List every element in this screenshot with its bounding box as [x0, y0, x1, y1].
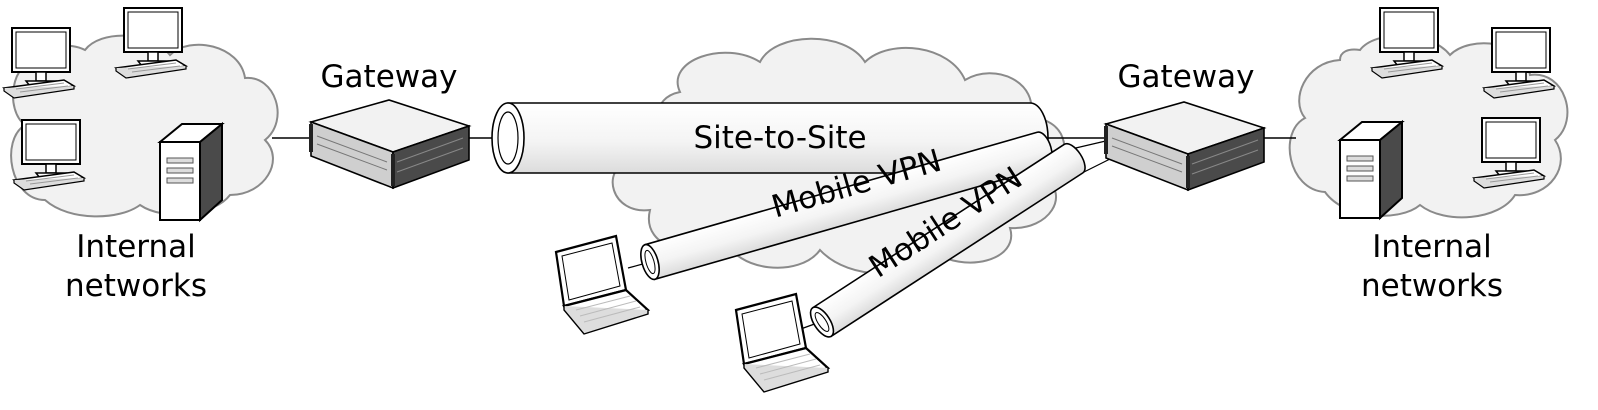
laptop-icon — [554, 234, 650, 336]
internal-networks-right-line2: networks — [1361, 268, 1503, 304]
gateway-left-label: Gateway — [321, 59, 458, 95]
desktop-pc-icon — [13, 119, 85, 191]
site-to-site-label: Site-to-Site — [693, 120, 866, 156]
internal-networks-left-line2: networks — [65, 268, 207, 304]
gateway-left-icon — [308, 99, 470, 189]
gateway-right-label: Gateway — [1118, 59, 1255, 95]
gateway-right-icon — [1103, 101, 1265, 191]
desktop-pc-icon — [115, 7, 187, 79]
server-icon — [159, 123, 223, 221]
desktop-pc-icon — [1371, 7, 1443, 79]
desktop-pc-icon — [1473, 117, 1545, 189]
desktop-pc-icon — [3, 27, 75, 99]
desktop-pc-icon — [1483, 27, 1555, 99]
internal-networks-right-line1: Internal — [1372, 229, 1491, 265]
internal-networks-left-line1: Internal — [76, 229, 195, 265]
server-icon — [1339, 121, 1403, 219]
site-to-site-tunnel: Site-to-Site — [491, 102, 1049, 174]
